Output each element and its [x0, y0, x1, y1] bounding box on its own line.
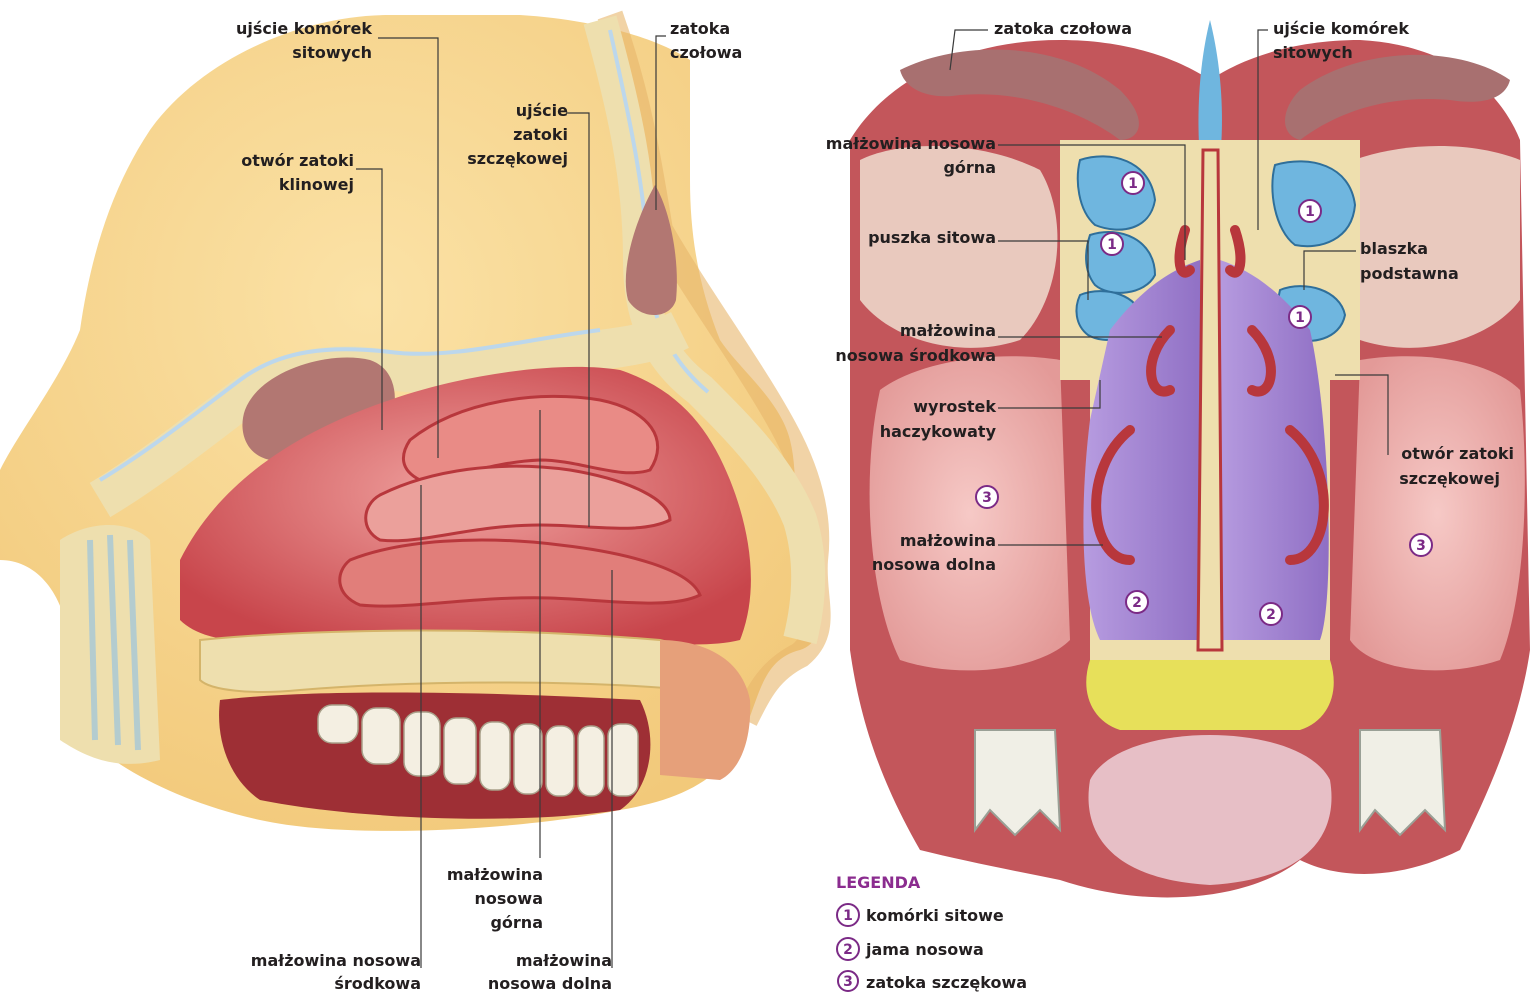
- label-sag-maxillary-opening-2: zatoki: [513, 125, 568, 144]
- legend-item-1: 1 komórki sitowe: [837, 904, 1004, 926]
- label-sag-superior-concha-1: małżowina: [447, 865, 543, 884]
- legend: LEGENDA 1 komórki sitowe 2 jama nosowa 3…: [836, 873, 1027, 992]
- legend-item-2-text: jama nosowa: [865, 940, 984, 959]
- svg-text:1: 1: [1305, 204, 1315, 220]
- label-sag-frontal-sinus-2: czołowa: [670, 43, 742, 62]
- label-sag-sphenoid-opening-2: klinowej: [279, 175, 354, 194]
- label-sag-middle-concha-1: małżowina nosowa: [251, 951, 421, 970]
- label-sag-sphenoid-opening-1: otwór zatoki: [241, 151, 354, 170]
- crista-galli: [1198, 20, 1221, 160]
- label-sag-frontal-sinus-1: zatoka: [670, 19, 730, 38]
- label-cor-superior-concha-1: małżowina nosowa: [826, 134, 996, 153]
- maxillary-right: [1350, 356, 1525, 670]
- svg-text:2: 2: [843, 942, 853, 958]
- nasal-septum: [1198, 150, 1222, 650]
- label-sag-superior-concha-3: górna: [490, 913, 543, 932]
- svg-text:2: 2: [1266, 607, 1276, 623]
- svg-text:1: 1: [1128, 176, 1138, 192]
- label-cor-inferior-concha-2: nosowa dolna: [872, 555, 996, 574]
- marker-nasal-cavity-left: 2: [1126, 591, 1148, 613]
- legend-item-3-text: zatoka szczękowa: [866, 973, 1027, 992]
- label-cor-frontal-sinus: zatoka czołowa: [994, 19, 1132, 38]
- label-cor-superior-concha-2: górna: [943, 158, 996, 177]
- svg-text:2: 2: [1132, 595, 1142, 611]
- tongue: [1089, 735, 1332, 885]
- label-sag-ethmoid-openings-2: sitowych: [292, 43, 372, 62]
- label-sag-maxillary-opening-1: ujście: [516, 101, 568, 120]
- label-sag-inferior-concha-2: nosowa dolna: [488, 974, 612, 993]
- label-cor-ethmoid-bulla: puszka sitowa: [868, 228, 996, 247]
- label-sag-inferior-concha-1: małżowina: [516, 951, 612, 970]
- legend-item-1-text: komórki sitowe: [866, 906, 1004, 925]
- legend-title: LEGENDA: [836, 873, 921, 892]
- marker-ethmoid-1d: 1: [1289, 306, 1311, 328]
- svg-text:1: 1: [1295, 310, 1305, 326]
- label-sag-maxillary-opening-3: szczękowej: [467, 149, 568, 168]
- label-cor-middle-concha-2: nosowa środkowa: [835, 346, 996, 365]
- label-cor-basal-lamella-1: blaszka: [1360, 239, 1428, 258]
- label-sag-middle-concha-2: środkowa: [334, 974, 421, 993]
- label-cor-maxillary-opening-2: szczękowej: [1399, 469, 1500, 488]
- label-cor-ethmoid-openings-1: ujście komórek: [1273, 19, 1409, 38]
- marker-ethmoid-1b: 1: [1101, 233, 1123, 255]
- marker-maxillary-left: 3: [976, 486, 998, 508]
- marker-nasal-cavity-right: 2: [1260, 603, 1282, 625]
- label-cor-ethmoid-openings-2: sitowych: [1273, 43, 1353, 62]
- hard-palate: [200, 631, 700, 692]
- legend-item-3: 3 zatoka szczękowa: [838, 971, 1027, 992]
- label-cor-middle-concha-1: małżowina: [900, 321, 996, 340]
- svg-text:3: 3: [1416, 538, 1426, 554]
- label-cor-uncinate-1: wyrostek: [913, 397, 996, 416]
- marker-ethmoid-1a: 1: [1122, 172, 1144, 194]
- label-sag-ethmoid-openings-1: ujście komórek: [236, 19, 372, 38]
- svg-text:3: 3: [982, 490, 992, 506]
- label-cor-maxillary-opening-1: otwór zatoki: [1401, 444, 1514, 463]
- marker-ethmoid-1c: 1: [1299, 200, 1321, 222]
- marker-maxillary-right: 3: [1410, 534, 1432, 556]
- legend-item-2: 2 jama nosowa: [837, 938, 984, 960]
- label-sag-superior-concha-2: nosowa: [475, 889, 543, 908]
- label-cor-basal-lamella-2: podstawna: [1360, 264, 1459, 283]
- label-cor-uncinate-2: haczykowaty: [880, 422, 997, 441]
- sagittal-view: [0, 15, 819, 831]
- svg-text:3: 3: [843, 974, 853, 990]
- svg-text:1: 1: [843, 908, 853, 924]
- coronal-palate: [1086, 660, 1334, 730]
- svg-text:1: 1: [1107, 237, 1117, 253]
- label-cor-inferior-concha-1: małżowina: [900, 531, 996, 550]
